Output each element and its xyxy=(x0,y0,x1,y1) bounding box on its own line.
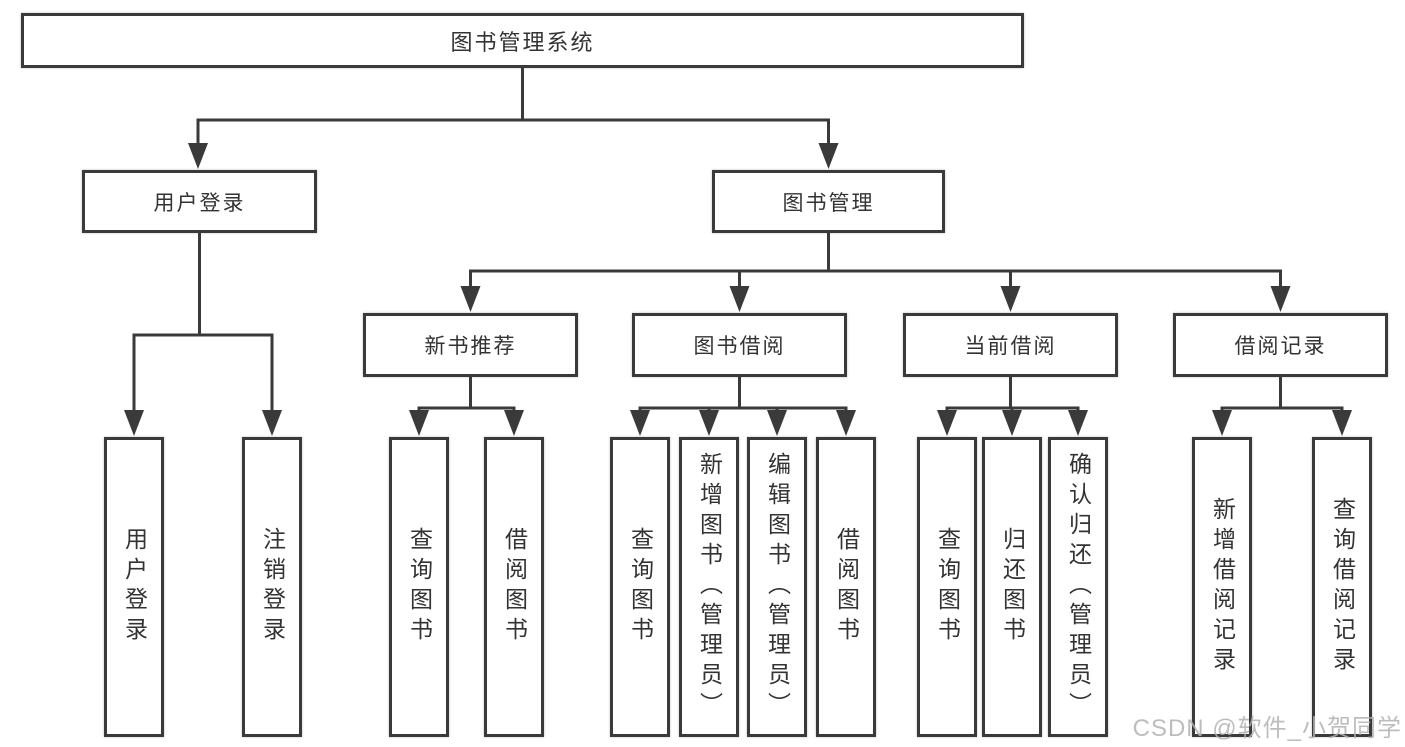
node-current-borrow-label: 当前借阅 xyxy=(964,335,1057,358)
leaf-query-books-current: 查询图书 xyxy=(917,437,977,737)
leaf-add-borrow-record-label: 新增借阅记录 xyxy=(1209,497,1236,677)
leaf-query-books-recommend-label: 查询图书 xyxy=(406,527,433,647)
leaf-add-borrow-record: 新增借阅记录 xyxy=(1192,437,1252,737)
leaf-return-book: 归还图书 xyxy=(982,437,1042,737)
leaf-borrow-books: 借阅图书 xyxy=(816,437,876,737)
leaf-borrow-books-recommend-label: 借阅图书 xyxy=(501,527,528,647)
node-user-login-label: 用户登录 xyxy=(153,191,246,215)
leaf-query-borrow-record: 查询借阅记录 xyxy=(1312,437,1372,737)
leaf-borrow-books-label: 借阅图书 xyxy=(833,527,860,647)
node-borrow-records-label: 借阅记录 xyxy=(1234,335,1327,358)
leaf-return-book-label: 归还图书 xyxy=(999,527,1026,647)
leaf-user-login-label: 用户登录 xyxy=(121,527,148,647)
leaf-query-books-borrow: 查询图书 xyxy=(610,437,670,737)
node-new-book-recommend-label: 新书推荐 xyxy=(424,335,517,358)
leaf-query-books-borrow-label: 查询图书 xyxy=(627,527,654,647)
leaf-logout: 注销登录 xyxy=(242,437,302,737)
node-current-borrow: 当前借阅 xyxy=(903,313,1118,377)
leaf-add-book-admin: 新增图书（管理员） xyxy=(679,437,739,737)
leaf-user-login: 用户登录 xyxy=(104,437,164,737)
leaf-query-books-current-label: 查询图书 xyxy=(934,527,961,647)
leaf-query-books-recommend: 查询图书 xyxy=(389,437,449,737)
leaf-add-book-admin-label: 新增图书（管理员） xyxy=(696,452,723,722)
leaf-edit-book-admin: 编辑图书（管理员） xyxy=(747,437,807,737)
node-user-login: 用户登录 xyxy=(82,170,317,233)
node-new-book-recommend: 新书推荐 xyxy=(363,313,578,377)
leaf-borrow-books-recommend: 借阅图书 xyxy=(484,437,544,737)
leaf-logout-label: 注销登录 xyxy=(259,527,286,647)
node-root-label: 图书管理系统 xyxy=(450,29,595,55)
node-book-borrow: 图书借阅 xyxy=(632,313,847,377)
node-book-management-label: 图书管理 xyxy=(782,191,875,215)
leaf-query-borrow-record-label: 查询借阅记录 xyxy=(1329,497,1356,677)
leaf-confirm-return-admin: 确认归还（管理员） xyxy=(1048,437,1108,737)
leaf-confirm-return-admin-label: 确认归还（管理员） xyxy=(1065,452,1092,722)
node-book-borrow-label: 图书借阅 xyxy=(693,335,786,358)
node-borrow-records: 借阅记录 xyxy=(1173,313,1388,377)
node-book-management: 图书管理 xyxy=(712,170,945,233)
watermark: CSDN @软件_小贺同学 xyxy=(1132,715,1402,742)
node-root: 图书管理系统 xyxy=(21,13,1024,68)
leaf-edit-book-admin-label: 编辑图书（管理员） xyxy=(764,452,791,722)
